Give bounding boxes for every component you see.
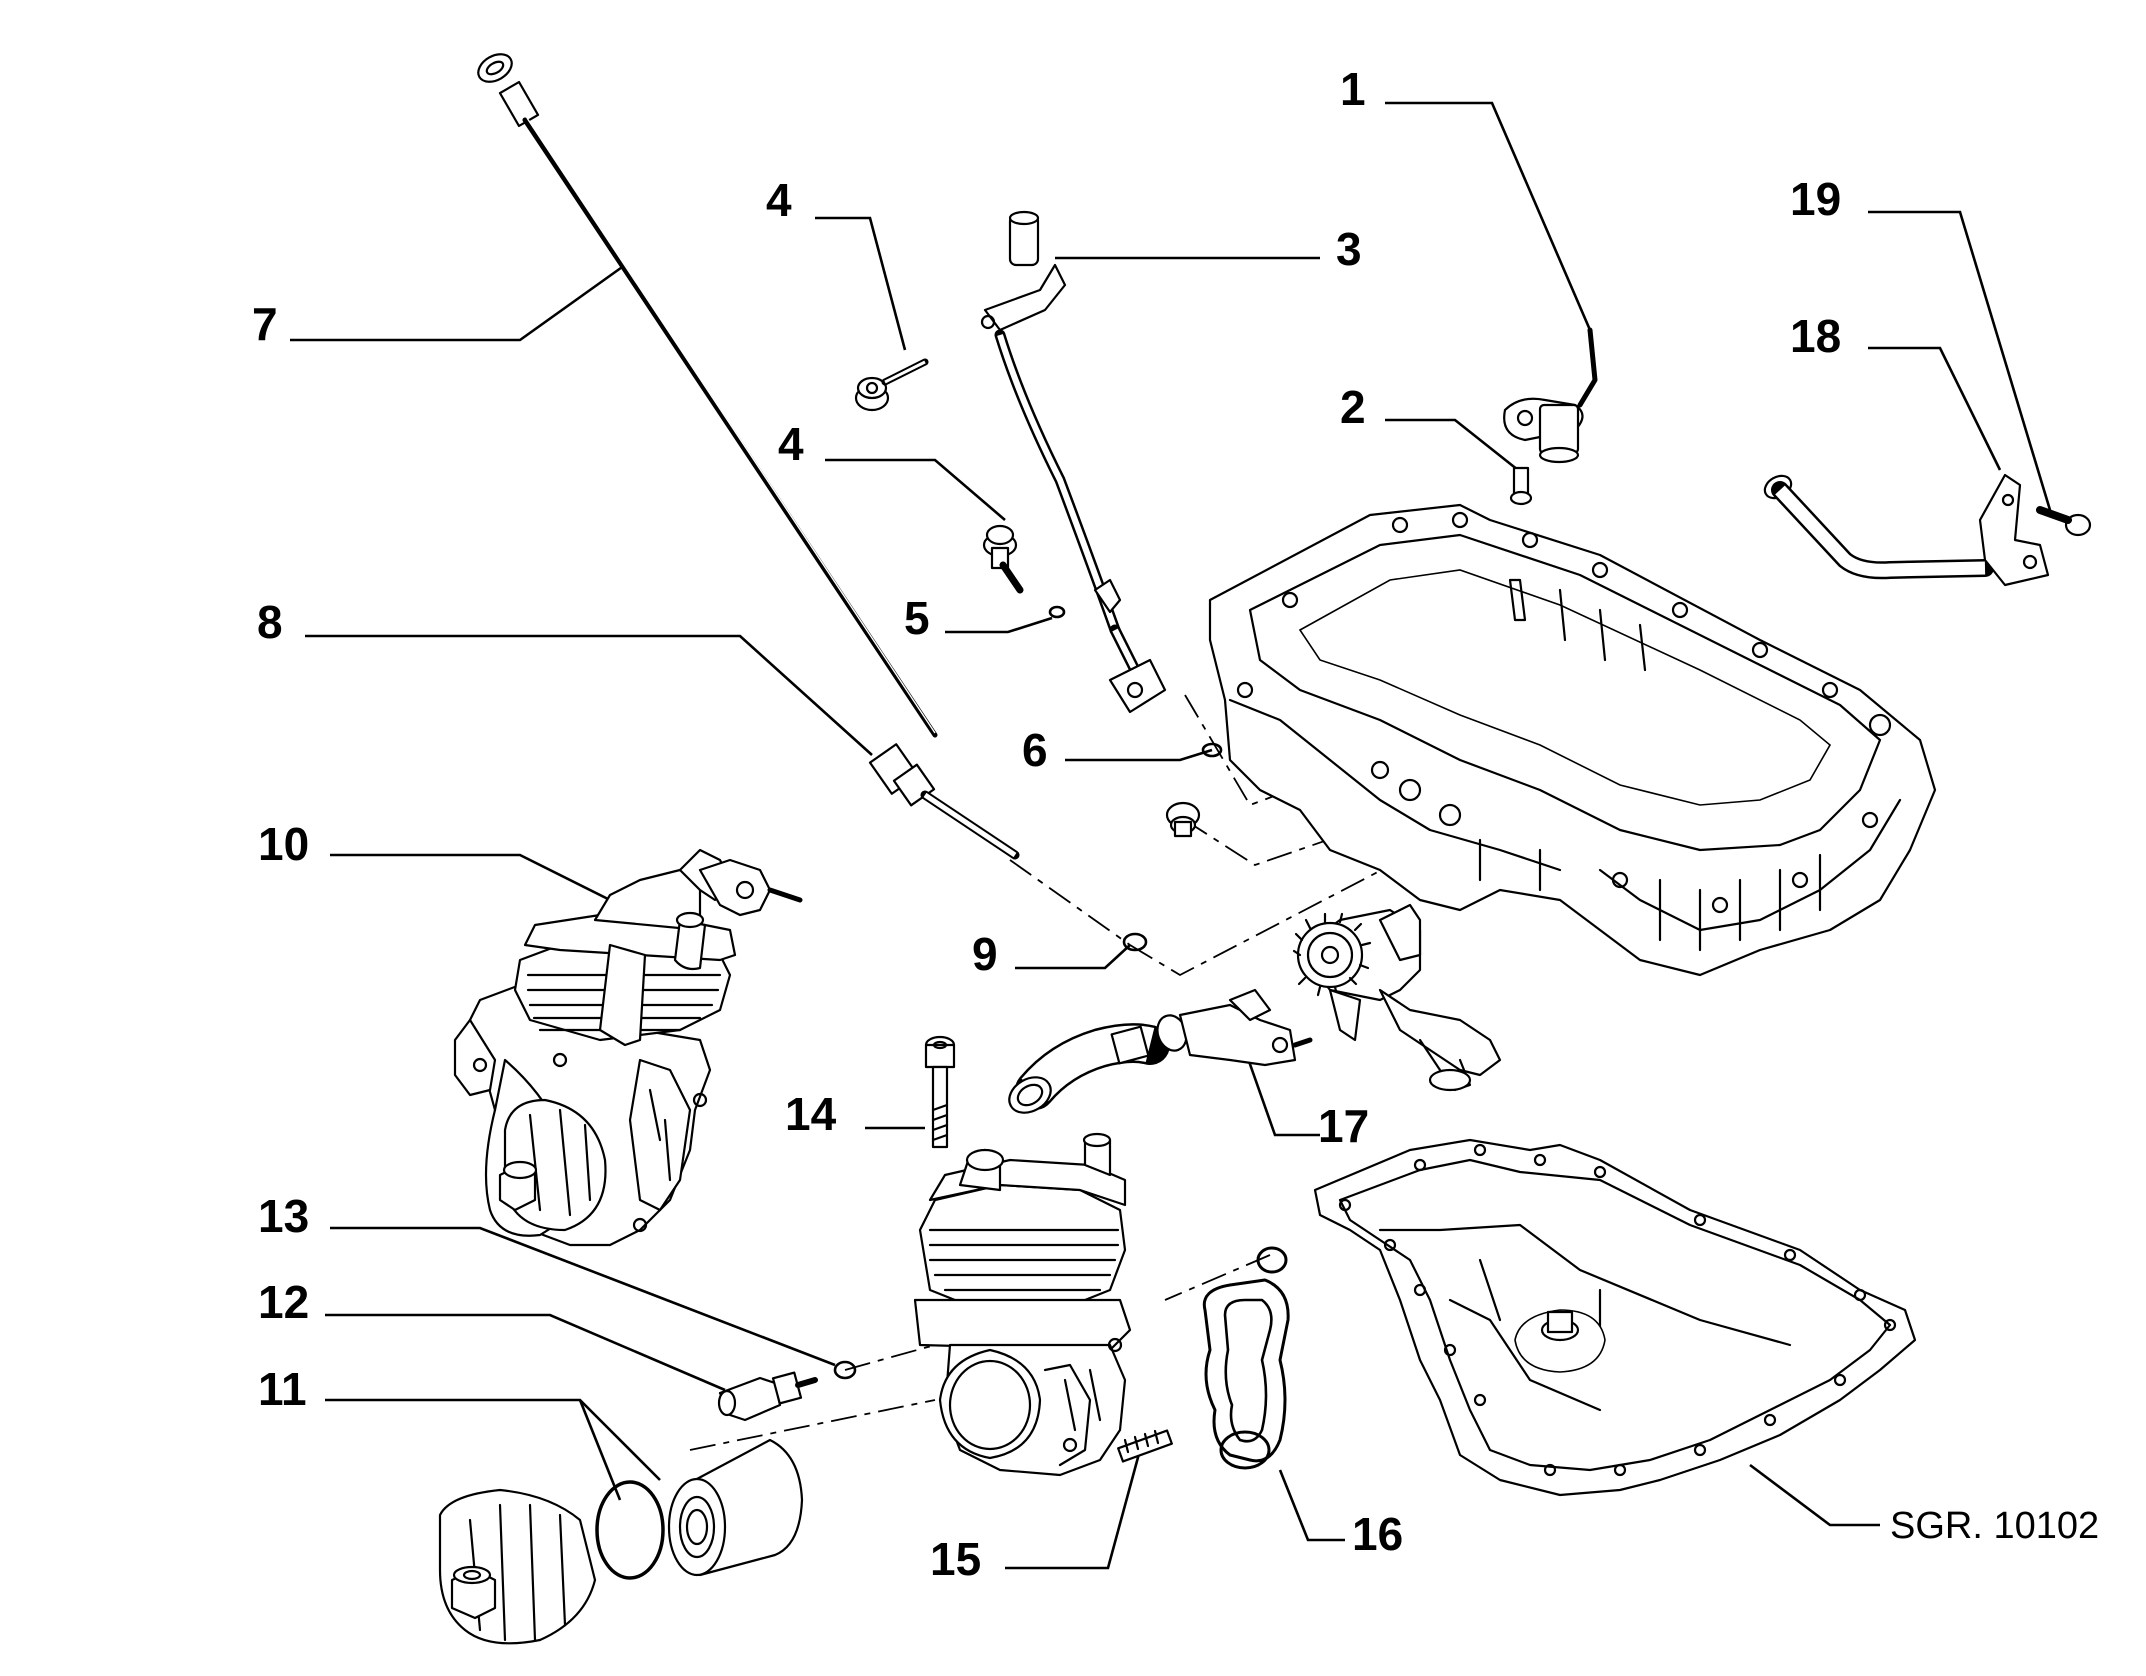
leader-13 — [330, 1226, 836, 1367]
callout-19: 19 — [1790, 173, 1841, 225]
long-bolt — [924, 1035, 956, 1149]
callout-15: 15 — [930, 1533, 981, 1585]
oil-pipe — [1008, 988, 1313, 1114]
filter-o-ring — [595, 1480, 665, 1580]
leader-1 — [1385, 101, 1592, 331]
oil-cooler-housing — [913, 1132, 1132, 1477]
callout-10: 10 — [258, 818, 309, 870]
lower-oil-pan — [1313, 1138, 1917, 1497]
sensor-bolt — [1509, 466, 1533, 506]
callout-9: 9 — [972, 928, 998, 980]
leader-8 — [305, 634, 873, 756]
reference-code: SGR. 10102 — [1890, 1505, 2099, 1547]
callout-13: 13 — [258, 1190, 309, 1242]
oil-filter-cartridge — [667, 1438, 804, 1577]
breather-pipe — [1763, 473, 2050, 587]
callout-16: 16 — [1352, 1508, 1403, 1560]
callout-3: 3 — [1336, 223, 1362, 275]
oil-pump — [1292, 903, 1502, 1092]
callout-14: 14 — [785, 1088, 837, 1140]
gasket — [1202, 1246, 1290, 1470]
callout-12: 12 — [258, 1276, 309, 1328]
leader-17 — [1243, 1049, 1320, 1137]
dipstick — [477, 53, 938, 738]
callout-18: 18 — [1790, 310, 1841, 362]
o-ring-6 — [1201, 742, 1223, 758]
leader-12 — [325, 1313, 726, 1392]
leader-sgr — [1749, 1463, 1880, 1527]
assembly-lines — [689, 694, 1421, 1451]
callout-8: 8 — [257, 596, 283, 648]
leader-6 — [1065, 748, 1213, 762]
bolt-upper — [854, 358, 929, 412]
leader-4-top — [815, 216, 907, 351]
o-ring-5 — [1048, 605, 1066, 619]
leader-lines — [290, 101, 2052, 1570]
callout-11: 11 — [258, 1363, 307, 1415]
pressure-switch — [717, 1371, 818, 1422]
stud — [1117, 1429, 1173, 1463]
leader-11b — [578, 1399, 622, 1501]
leader-11 — [325, 1398, 661, 1481]
callout-7: 7 — [252, 298, 278, 350]
leader-16 — [1278, 1469, 1345, 1542]
callout-1: 1 — [1340, 63, 1366, 115]
callout-4-top: 4 — [766, 174, 792, 226]
callout-6: 6 — [1022, 724, 1048, 776]
leader-5 — [945, 616, 1053, 634]
callout-2: 2 — [1340, 381, 1366, 433]
upper-oil-pan — [1208, 503, 1937, 977]
leader-10 — [330, 853, 611, 902]
callout-17: 17 — [1318, 1100, 1369, 1152]
drain-plug — [1165, 801, 1201, 838]
dipstick-tube-end — [868, 743, 1020, 860]
oil-filter-cap — [438, 1488, 597, 1645]
o-ring-13 — [833, 1360, 857, 1380]
leader-19 — [1868, 210, 2052, 511]
leader-9 — [1015, 944, 1131, 970]
leader-18 — [1868, 346, 2002, 471]
callout-labels: 1 2 3 4 4 5 6 7 8 9 10 11 12 13 14 15 16… — [252, 63, 2099, 1585]
dipstick-guide-tube — [980, 210, 1167, 714]
leader-15 — [1005, 1449, 1142, 1570]
callout-4-mid: 4 — [778, 418, 804, 470]
callout-5: 5 — [904, 592, 930, 644]
oil-filter-housing-assembly — [453, 848, 803, 1247]
leader-7 — [290, 263, 626, 342]
o-ring-9 — [1122, 932, 1148, 952]
leader-2 — [1385, 418, 1519, 472]
leader-4-mid — [825, 458, 1006, 521]
bolt-middle — [982, 524, 1024, 594]
sensor — [1503, 327, 1598, 464]
breather-bolt — [2036, 506, 2092, 537]
